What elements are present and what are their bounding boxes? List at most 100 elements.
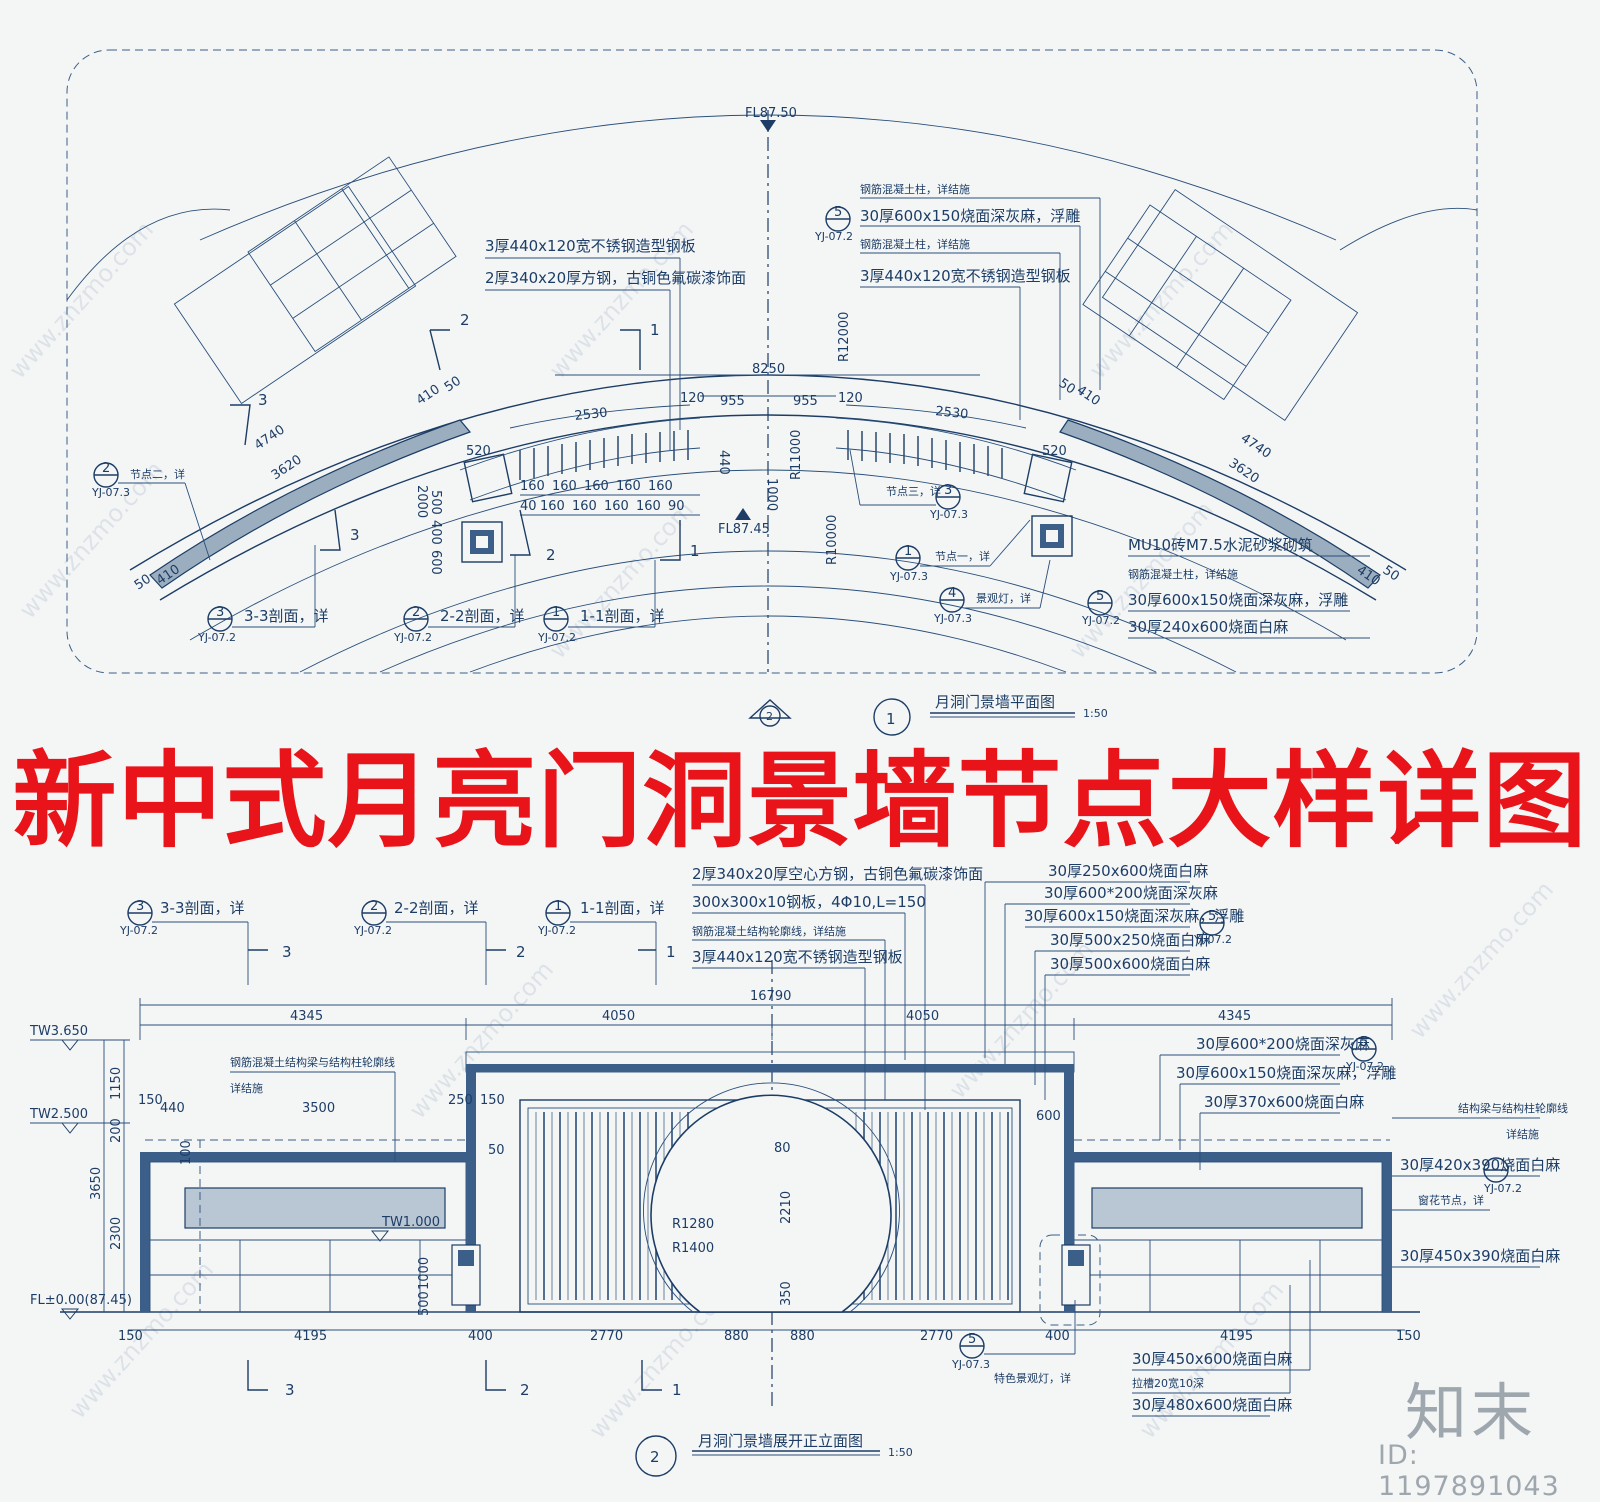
elevation-note: 30厚600x150烧面深灰麻，浮雕: [1176, 1064, 1396, 1082]
svg-text:1: 1: [650, 321, 660, 339]
svg-text:R1280: R1280: [672, 1217, 714, 1232]
elevation-bottom-section-marks: 3 2 1: [247, 1360, 682, 1399]
svg-text:160: 160: [604, 499, 629, 514]
svg-text:3: 3: [258, 391, 268, 409]
svg-text:5: 5: [968, 1332, 976, 1347]
elevation-dims-top: 16790 4345 4050 4050 4345: [290, 989, 1251, 1024]
elevation-left-wing: [140, 1139, 467, 1313]
svg-text:2: 2: [546, 546, 556, 564]
plan-notes-left: 3厚440x120宽不锈钢造型钢板 2厚340x20厚方钢，古铜色氟碳漆饰面: [485, 237, 746, 450]
svg-text:节点三，详: 节点三，详: [886, 484, 941, 498]
svg-text:400: 400: [468, 1329, 493, 1344]
plan-note: 钢筋混凝土柱，详结施: [1128, 567, 1238, 581]
elevation-lamp-left: [451, 1244, 481, 1306]
svg-text:YJ-07.3: YJ-07.3: [889, 570, 928, 583]
svg-text:3: 3: [285, 1381, 295, 1399]
svg-text:2: 2: [102, 461, 110, 476]
svg-text:5: 5: [1208, 909, 1216, 924]
elevation-callout-section2: 2 YJ-07.2 2-2剖面，详 2: [353, 899, 526, 985]
plan-dim-arc-2530-left: [509, 404, 691, 429]
elevation-title-block: 2 月洞门景墙展开正立面图 1:50: [635, 1432, 913, 1477]
svg-text:1: 1: [904, 544, 912, 559]
watermark-text: www.znzmo.com: [1404, 876, 1559, 1044]
elevation-far-right-notes: 结构梁与结构柱轮廓线 详结施 30厚420x390烧面白麻 窗花节点，详 30厚…: [1392, 1101, 1568, 1268]
svg-text:R11000: R11000: [789, 430, 804, 480]
elevation-top-notes: 2厚340x20厚空心方钢，古铜色氟碳漆饰面 300x300x10钢板，4Φ10…: [692, 865, 983, 1110]
elevation-note: 30厚600*200烧面深灰麻: [1196, 1035, 1370, 1053]
svg-text:350: 350: [779, 1281, 794, 1306]
elevation-slats: [535, 1112, 1009, 1300]
svg-text:160: 160: [520, 479, 545, 494]
elevation-number: 2: [650, 1448, 660, 1466]
elevation-note: 结构梁与结构柱轮廓线: [1458, 1101, 1568, 1115]
svg-text:100: 100: [179, 1140, 194, 1165]
svg-text:50: 50: [488, 1143, 505, 1158]
svg-text:200: 200: [109, 1118, 124, 1143]
plan-callout-node2: 2 YJ-07.3 节点二，详: [91, 461, 211, 561]
elevation-view: TW3.650 TW2.500 TW1.000 FL±0.00(87.45) 1…: [29, 862, 1568, 1417]
svg-text:YJ-07.2: YJ-07.2: [1193, 933, 1232, 946]
svg-text:YJ-07.3: YJ-07.3: [933, 612, 972, 625]
plan-scale: 1:50: [1083, 707, 1108, 720]
plan-elevation-mid: FL87.45: [718, 522, 770, 537]
plan-callout-section3: 3 YJ-07.2 3-3剖面，详: [197, 545, 329, 644]
svg-text:1-1剖面，详: 1-1剖面，详: [580, 607, 665, 625]
plan-note: 2厚340x20厚方钢，古铜色氟碳漆饰面: [485, 269, 746, 287]
svg-text:955: 955: [720, 394, 745, 409]
svg-text:880: 880: [724, 1329, 749, 1344]
plan-right-block: [1101, 188, 1359, 422]
svg-text:2530: 2530: [935, 404, 969, 422]
elevation-note: 30厚500x600烧面白麻: [1050, 955, 1210, 973]
svg-text:4195: 4195: [294, 1329, 327, 1344]
elevation-note: 30厚250x600烧面白麻: [1048, 862, 1208, 880]
elevation-left-notes: 钢筋混凝土结构梁与结构柱轮廓线 详结施: [230, 1055, 396, 1162]
elevation-moon-gate: [643, 1082, 900, 1313]
level-tw1000: TW1.000: [381, 1215, 440, 1230]
elevation-note: 30厚480x600烧面白麻: [1132, 1396, 1292, 1414]
svg-text:3650: 3650: [89, 1167, 104, 1200]
svg-text:8250: 8250: [752, 362, 785, 377]
svg-text:3620: 3620: [269, 452, 305, 483]
svg-text:120: 120: [680, 391, 705, 406]
svg-text:160: 160: [572, 499, 597, 514]
svg-text:R12000: R12000: [837, 312, 852, 362]
elevation-note: 钢筋混凝土结构梁与结构柱轮廓线: [230, 1055, 395, 1069]
plan-wall-arc-inner: [159, 414, 1377, 601]
elevation-note: 30厚450x390烧面白麻: [1400, 1247, 1560, 1265]
svg-text:3-3剖面，详: 3-3剖面，详: [160, 899, 245, 917]
svg-text:150: 150: [480, 1093, 505, 1108]
svg-text:YJ-07.3: YJ-07.3: [91, 486, 130, 499]
level-tw2500: TW2.500: [29, 1107, 88, 1122]
plan-arc-inner: [379, 585, 1157, 673]
elevation-callout-section1: 1 YJ-07.2 1-1剖面，详 1: [537, 899, 676, 985]
svg-text:3: 3: [136, 899, 144, 914]
elevation-bottom-notes: 30厚450x600烧面白麻 拉槽20宽10深 30厚480x600烧面白麻: [1132, 1260, 1311, 1417]
svg-text:2: 2: [370, 899, 378, 914]
svg-text:150: 150: [1396, 1329, 1421, 1344]
svg-text:520: 520: [466, 444, 491, 459]
elevation-note: 300x300x10钢板，4Φ10,L=150: [692, 893, 926, 911]
svg-text:2770: 2770: [590, 1329, 623, 1344]
svg-text:440: 440: [716, 450, 731, 475]
plan-section-marks: 1 1 2 2 3 3: [230, 311, 700, 564]
svg-text:1: 1: [672, 1381, 682, 1399]
svg-text:1: 1: [554, 899, 562, 914]
elevation-note: 详结施: [1506, 1127, 1539, 1141]
elevation-callout-lamp: 5 YJ-07.3 特色景观灯，详: [951, 1300, 1076, 1385]
svg-text:400: 400: [428, 520, 443, 545]
elevation-scale: 1:50: [888, 1446, 913, 1459]
plan-elevation-marker-top: FL87.50: [745, 106, 797, 132]
svg-text:2300: 2300: [109, 1217, 124, 1250]
svg-text:3620: 3620: [1226, 456, 1262, 487]
svg-text:250: 250: [448, 1093, 473, 1108]
svg-text:40: 40: [520, 499, 537, 514]
svg-text:80: 80: [774, 1141, 791, 1156]
svg-text:YJ-07.2: YJ-07.2: [537, 631, 576, 644]
svg-text:YJ-07.3: YJ-07.3: [951, 1358, 990, 1371]
svg-text:YJ-07.3: YJ-07.3: [929, 508, 968, 521]
svg-text:160: 160: [540, 499, 565, 514]
svg-text:2: 2: [412, 605, 420, 620]
svg-text:R10000: R10000: [825, 515, 840, 565]
svg-text:1-1剖面，详: 1-1剖面，详: [580, 899, 665, 917]
